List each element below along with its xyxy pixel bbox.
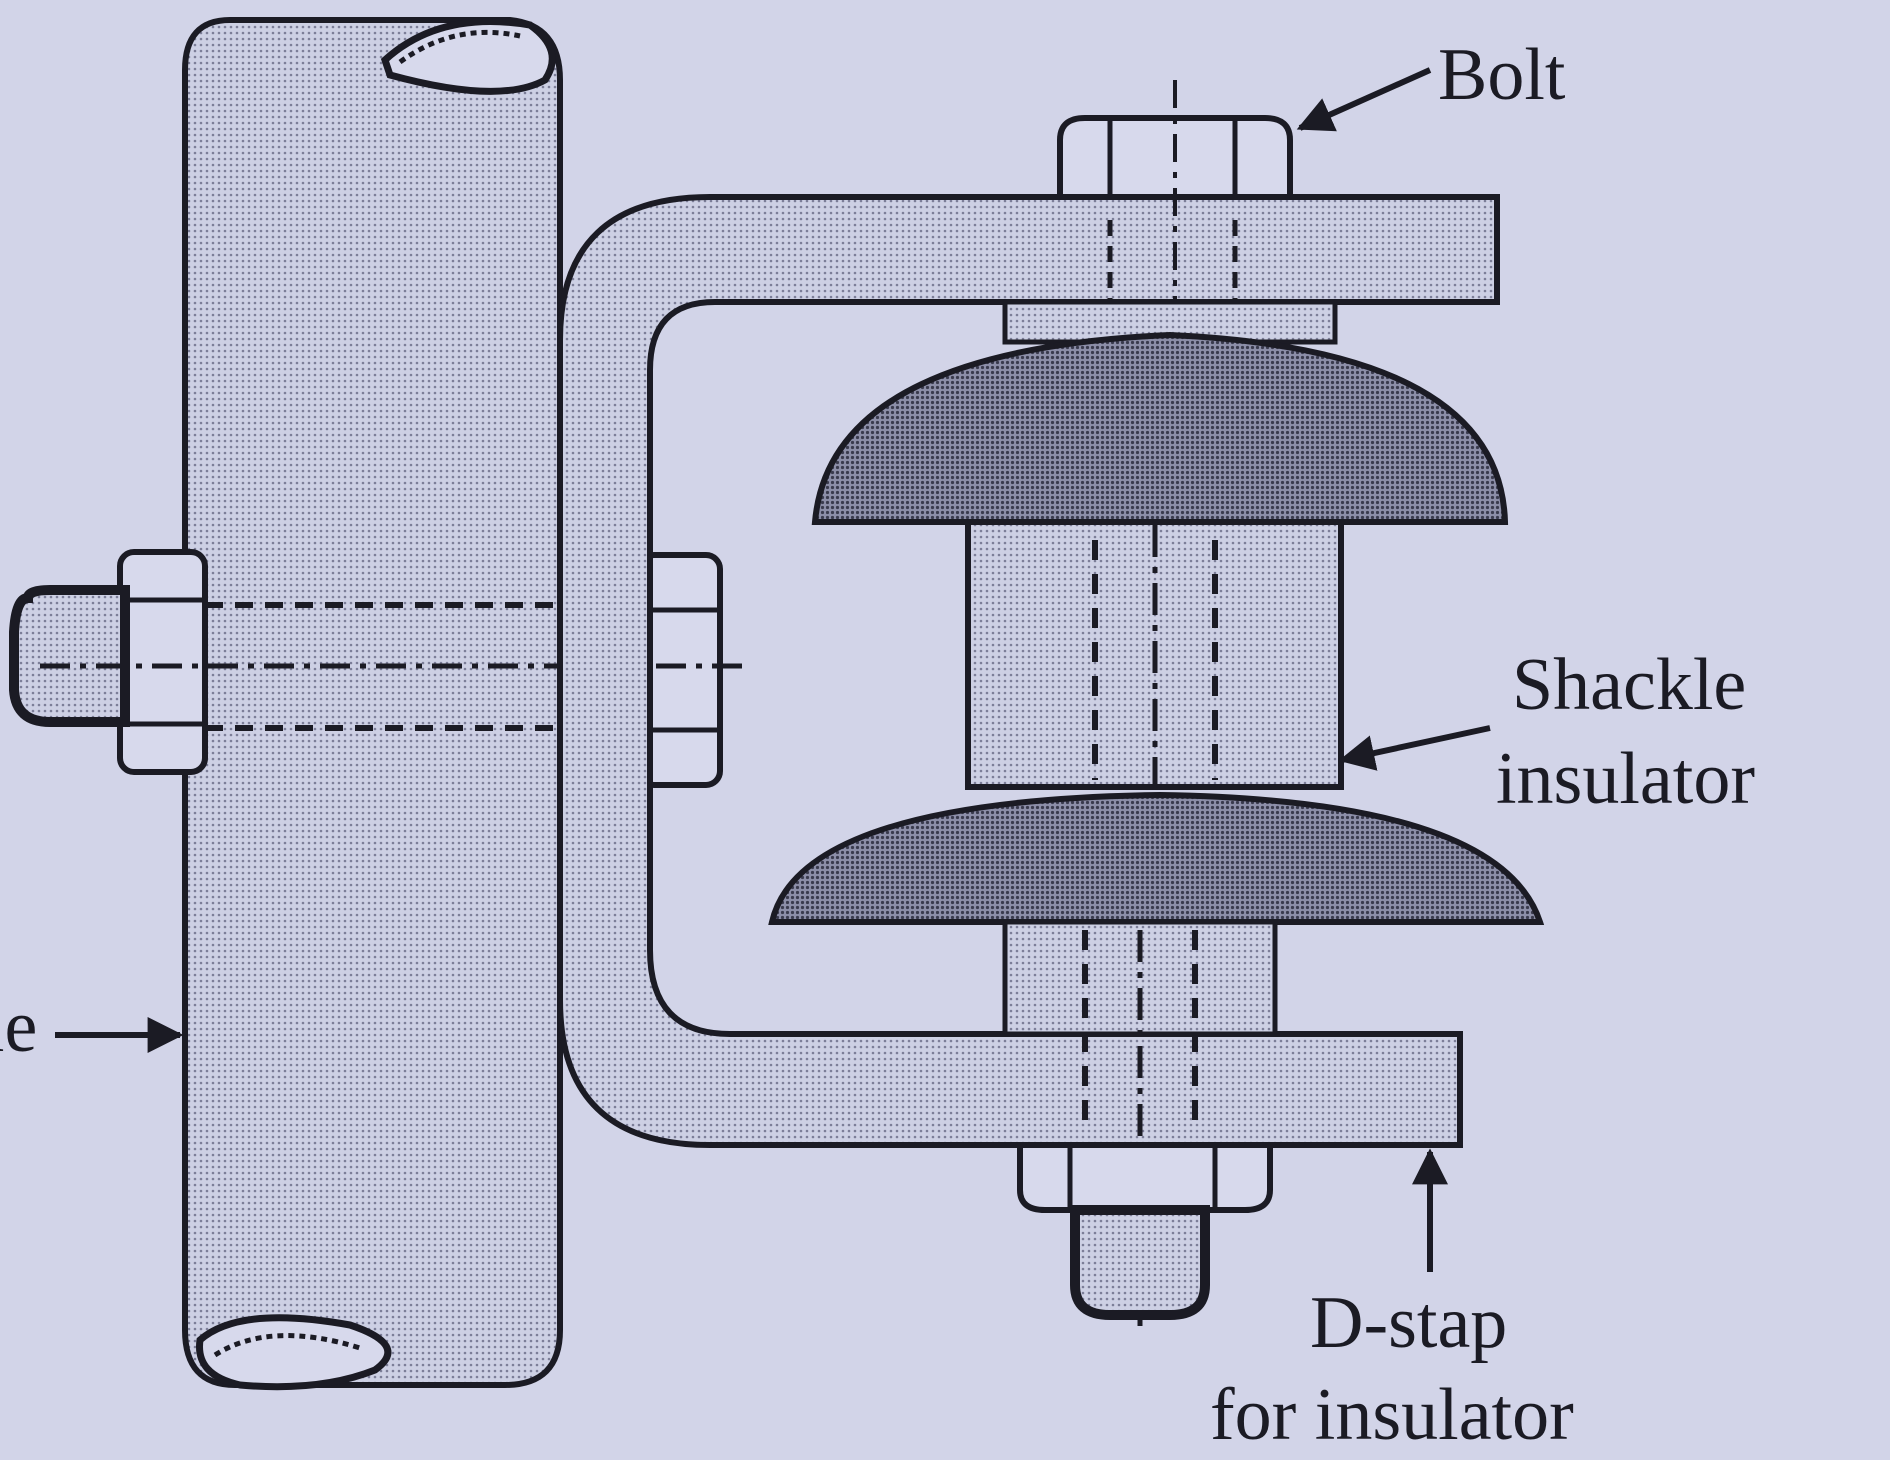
pole-bolt-left-nut [9, 549, 208, 775]
bolt-arrow [1296, 67, 1432, 132]
top-bolt-head [1057, 80, 1293, 300]
bolt-label: Bolt [1438, 34, 1566, 116]
shackle-label: Shackle [1512, 644, 1747, 726]
pole-bottom-cut [196, 1314, 392, 1391]
bottom-nut [1017, 1142, 1273, 1320]
shackle-insulator [768, 299, 1545, 1335]
shackle-arrow [1338, 725, 1491, 771]
insulator-label: insulator [1496, 738, 1755, 820]
dstrap-label: D-stap [1310, 1282, 1508, 1364]
pole-label: le [0, 986, 38, 1068]
dstrap-sublabel: for insulator [1210, 1374, 1574, 1456]
d-strap [557, 194, 1500, 1148]
pole [182, 17, 563, 1391]
pole-top-cut [380, 18, 556, 95]
